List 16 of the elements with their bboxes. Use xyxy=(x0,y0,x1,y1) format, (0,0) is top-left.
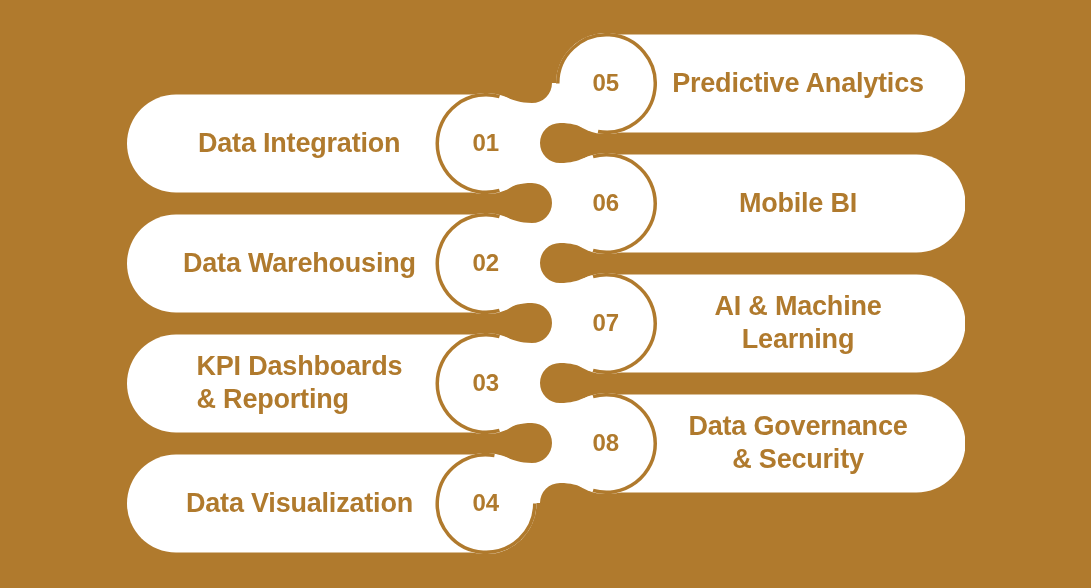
step-title: Mobile BI xyxy=(738,186,858,220)
step-number: 06 xyxy=(592,189,620,217)
step-title: Data Warehousing xyxy=(183,246,417,280)
step-title: Data Governance & Security xyxy=(687,410,909,476)
step-title: AI & Machine Learning xyxy=(713,290,883,356)
step-number: 04 xyxy=(472,489,500,517)
step-number: 02 xyxy=(472,249,500,277)
step-title: Predictive Analytics xyxy=(671,66,925,100)
step-title: Data Visualization xyxy=(186,486,414,520)
step-number: 03 xyxy=(472,369,500,397)
step-number: 08 xyxy=(592,429,620,457)
step-number: 07 xyxy=(592,309,620,337)
step-title: Data Integration xyxy=(198,126,402,160)
step-number: 01 xyxy=(472,129,500,157)
step-title: KPI Dashboards & Reporting xyxy=(196,350,404,416)
step-number: 05 xyxy=(592,69,620,97)
